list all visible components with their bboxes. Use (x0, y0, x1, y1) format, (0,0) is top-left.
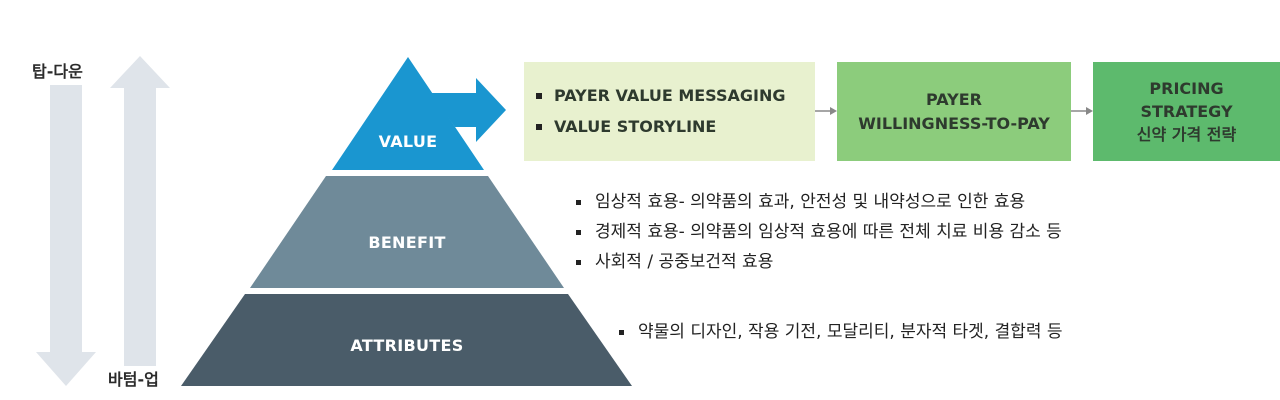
down-arrow-icon (36, 85, 96, 386)
connector-1-arrowhead (830, 107, 837, 115)
benefit-label: BENEFIT (368, 233, 446, 252)
bottom-up-label: 바텀-업 (108, 370, 159, 389)
bullet-icon (576, 200, 581, 206)
bullet-icon (619, 330, 624, 336)
benefit-bullet-list: 임상적 효용- 의약품의 효과, 안전성 및 내약성으로 인한 효용 경제적 효… (576, 188, 1062, 277)
attributes-label: ATTRIBUTES (350, 336, 464, 355)
pricing-line: PRICING (1149, 78, 1224, 98)
payer-wtp-line: PAYER (926, 90, 982, 110)
payer-value-item: VALUE STORYLINE (536, 112, 716, 142)
payer-value-item: PAYER VALUE MESSAGING (536, 81, 785, 111)
attribute-bullet-list: 약물의 디자인, 작용 기전, 모달리티, 분자적 타겟, 결합력 등 (619, 318, 1063, 348)
pyramid-attributes-tier (181, 294, 632, 386)
bullet-icon (576, 259, 581, 265)
up-arrow-icon (110, 56, 170, 366)
pricing-strategy-box: PRICING STRATEGY 신약 가격 전략 (1093, 62, 1280, 161)
pyramid-value-tier (332, 57, 484, 170)
pricing-line: 신약 가격 전략 (1136, 125, 1237, 145)
payer-value-box: PAYER VALUE MESSAGING VALUE STORYLINE (524, 62, 815, 161)
list-item: 약물의 디자인, 작용 기전, 모달리티, 분자적 타겟, 결합력 등 (619, 318, 1063, 348)
list-item: 사회적 / 공중보건적 효용 (576, 248, 1062, 278)
payer-wtp-box: PAYER WILLINGNESS-TO-PAY (837, 62, 1071, 161)
list-item: 임상적 효용- 의약품의 효과, 안전성 및 내약성으로 인한 효용 (576, 188, 1062, 218)
bullet-icon (576, 230, 581, 236)
pyramid-benefit-tier (250, 176, 564, 288)
connector-2-arrowhead (1086, 107, 1093, 115)
bullet-icon (536, 93, 542, 100)
top-down-label: 탑-다운 (32, 62, 83, 81)
pricing-line: STRATEGY (1140, 101, 1233, 121)
bullet-icon (536, 123, 542, 130)
list-item: 경제적 효용- 의약품의 임상적 효용에 따른 전체 치료 비용 감소 등 (576, 218, 1062, 248)
payer-wtp-line: WILLINGNESS-TO-PAY (858, 113, 1050, 133)
value-label: VALUE (378, 132, 438, 151)
value-arrow-icon (431, 78, 506, 142)
